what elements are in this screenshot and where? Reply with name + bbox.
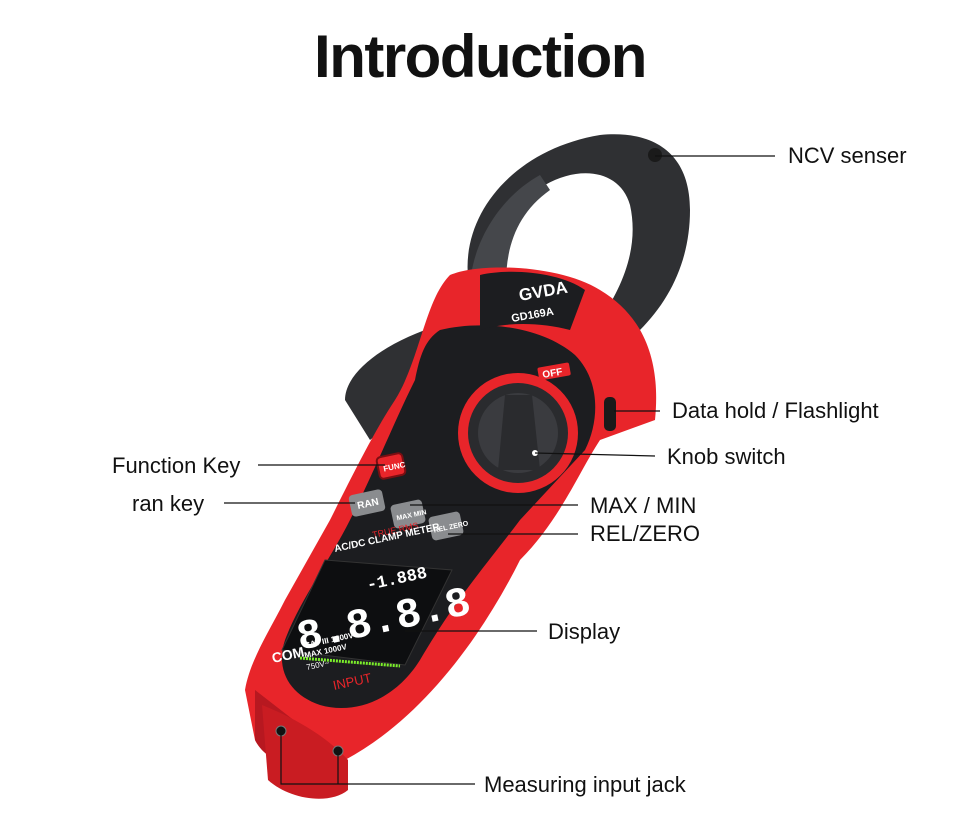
knob-switch[interactable]: OFF — [458, 362, 578, 493]
callout-data-hold: Data hold / Flashlight — [672, 398, 879, 423]
rel-zero-key[interactable]: REL ZERO — [428, 511, 470, 541]
callout-function-key: Function Key — [112, 453, 241, 478]
callout-ran-key: ran key — [132, 491, 205, 516]
callout-ncv-senser: NCV senser — [788, 143, 907, 168]
page-title: Introduction — [314, 23, 647, 90]
ran-key[interactable]: RAN — [348, 489, 386, 518]
svg-text:RAN: RAN — [356, 497, 379, 512]
func-key[interactable]: FUNC — [375, 452, 406, 480]
callout-lines — [224, 155, 775, 785]
ncv-sensor-icon — [648, 148, 662, 162]
max-min-key[interactable]: MAX MIN — [390, 499, 427, 529]
com-label: COM — [270, 643, 305, 665]
knob-off-label: OFF — [542, 367, 564, 381]
data-hold-button[interactable] — [604, 397, 616, 431]
callout-display: Display — [548, 619, 621, 644]
callout-knob-switch: Knob switch — [667, 444, 786, 469]
callout-measuring-input-jack: Measuring input jack — [484, 772, 686, 797]
callout-rel-zero: REL/ZERO — [590, 521, 701, 546]
callout-max-min: MAX / MIN — [590, 493, 697, 518]
